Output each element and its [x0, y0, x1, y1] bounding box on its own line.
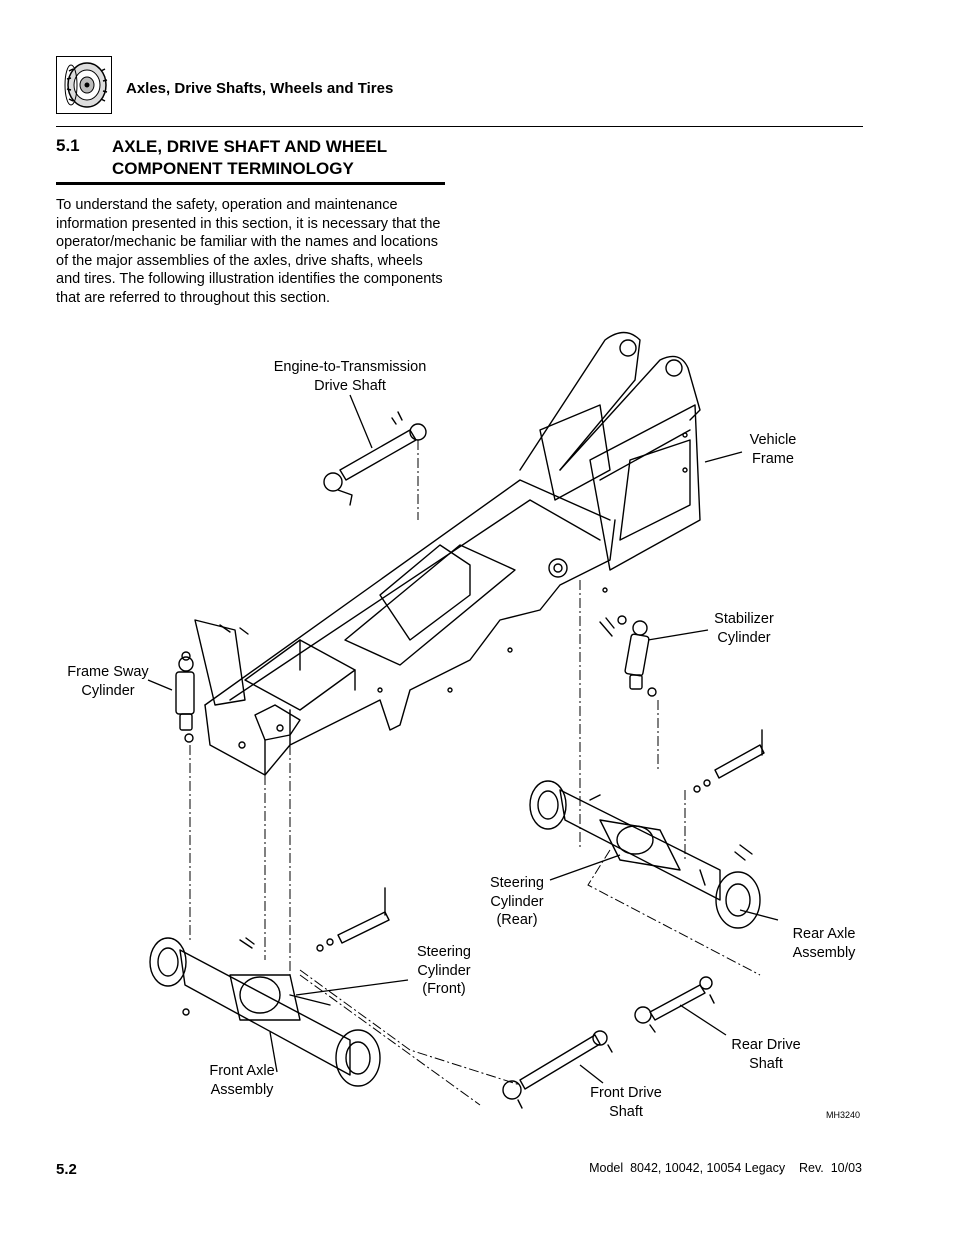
engine-drive-shaft-drawing: [323, 411, 427, 506]
section-number: 5.1: [56, 136, 80, 155]
section-title: AXLE, DRIVE SHAFT AND WHEEL COMPONENT TE…: [112, 137, 387, 178]
callout-steering-cylinder-front: Steering Cylinder (Front): [416, 944, 471, 997]
rear-axle-drawing: [529, 729, 765, 929]
page-number: 5.2: [56, 1161, 77, 1178]
frame-sway-cylinder-drawing: [175, 624, 249, 743]
callout-frame-sway-cylinder: Frame Sway Cylinder: [67, 664, 149, 699]
tire-wheel-icon: [56, 56, 112, 114]
stabilizer-cylinder-drawing: [599, 615, 657, 697]
front-drive-shaft-drawing: [502, 1030, 613, 1109]
callout-vehicle-frame: Vehicle Frame: [749, 432, 797, 467]
callout-rear-axle-assembly: Rear Axle Assembly: [792, 926, 856, 961]
callout-steering-cylinder-rear: Steering Cylinder (Rear): [489, 875, 544, 928]
callout-rear-drive-shaft: Rear Drive Shaft: [731, 1037, 801, 1072]
callout-front-axle-assembly: Front Axle Assembly: [209, 1063, 275, 1098]
intro-paragraph: To understand the safety, operation and …: [56, 197, 443, 306]
header-divider: [56, 126, 863, 127]
callout-engine-drive-shaft: Engine-to-Transmission Drive Shaft: [273, 359, 427, 394]
callout-front-drive-shaft: Front Drive Shaft: [590, 1085, 662, 1120]
callout-stabilizer-cylinder: Stabilizer Cylinder: [714, 611, 774, 646]
rear-drive-shaft-drawing: [634, 976, 715, 1033]
front-axle-drawing: [149, 887, 390, 1087]
header-title: Axles, Drive Shafts, Wheels and Tires: [126, 80, 394, 97]
figure-id: MH3240: [826, 1110, 861, 1120]
model-info: Model 8042, 10042, 10054 Legacy Rev. 10/…: [589, 1161, 862, 1175]
section-rule: [56, 182, 445, 185]
vehicle-frame-drawing: [194, 331, 701, 776]
